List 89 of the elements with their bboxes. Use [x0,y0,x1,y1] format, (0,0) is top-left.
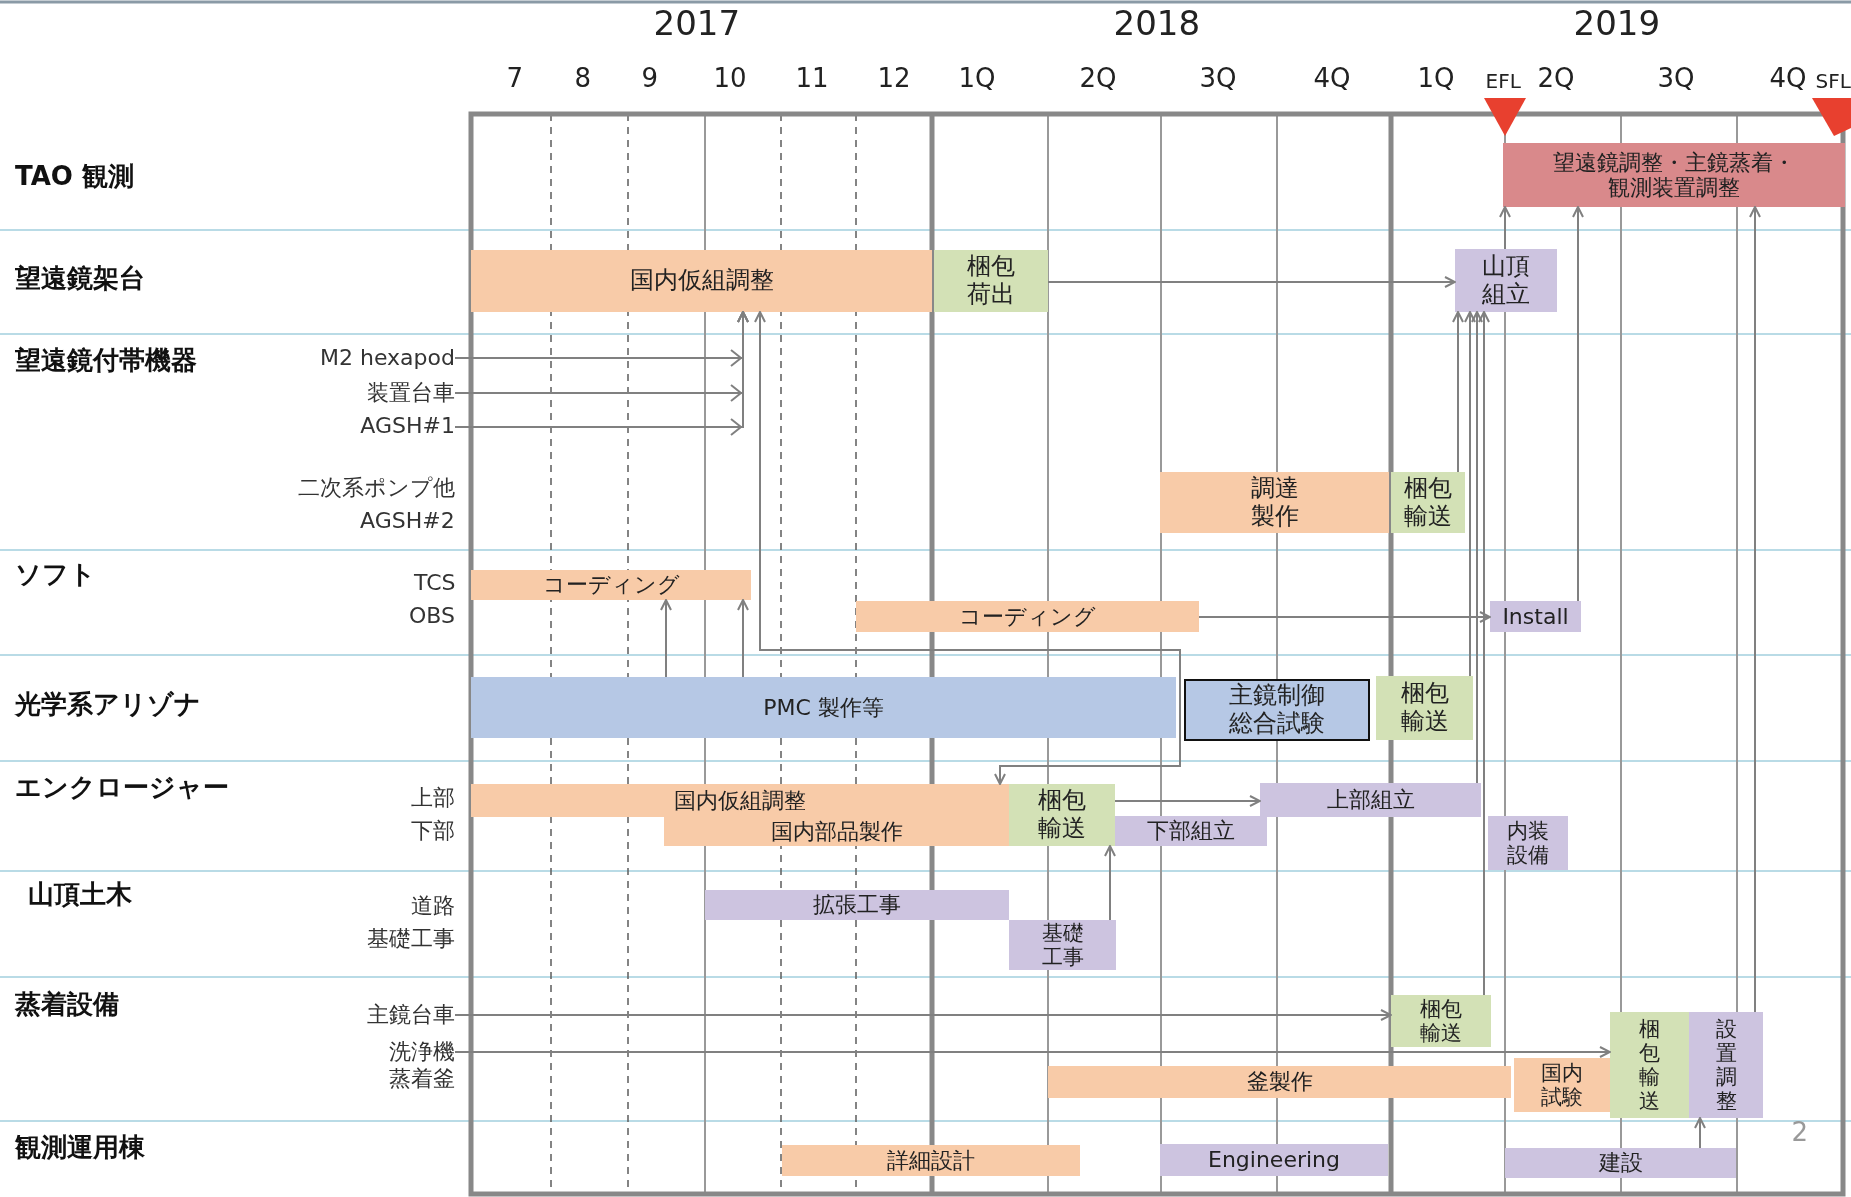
arrow [1047,276,1456,288]
task-bar: 釜製作 [1048,1066,1511,1098]
year-label: 2017 [653,4,741,44]
period-label: 4Q [1313,64,1351,94]
arrow [1499,206,1511,250]
category-label: 光学系アリゾナ [15,690,201,720]
period-label: 2Q [1079,64,1117,94]
period-label: 3Q [1199,64,1237,94]
task-bar: 主鏡制御総合試験 [1184,679,1370,741]
arrow [1471,311,1483,784]
arrow [1749,206,1761,1013]
category-label: TAO 観測 [15,162,134,192]
task-bar: 調達製作 [1160,472,1389,533]
task-bar: 設置調整 [1689,1012,1763,1118]
item-label: 装置台車 [250,378,455,408]
task-bar: Install [1490,601,1581,632]
page-number: 2 [1791,1118,1809,1148]
arrow [454,1009,1392,1021]
period-label: 9 [641,64,659,94]
arrow [454,311,749,436]
task-bar: 国内仮組調整 [471,250,932,312]
task-bar: 国内部品製作 [664,817,1009,846]
task-bar: コーディング [856,601,1199,632]
task-bar: 梱包荷出 [934,250,1048,312]
year-label: 2018 [1113,4,1201,44]
period-label: 12 [877,64,911,94]
arrow [1104,845,1116,921]
arrow [1198,611,1491,623]
row-label: 上部 [411,785,455,811]
task-bar: 国内試験 [1514,1058,1610,1112]
period-label: 8 [574,64,592,94]
task-bar: 基礎工事 [1009,920,1116,970]
arrow [660,599,672,678]
category-label: 山頂土木 [28,880,132,910]
arrow [1464,311,1476,677]
category-label: 望遠鏡架台 [15,264,145,294]
task-bar: 内装設備 [1488,816,1568,870]
item-label: M2 hexapod [250,343,455,373]
task-bar: 下部組立 [1115,816,1267,846]
task-bar: 国内仮組調整 [471,784,1009,817]
row-label: 道路 [411,893,455,919]
category-label: 観測運用棟 [15,1133,145,1163]
task-bar: PMC 製作等 [471,677,1176,738]
task-bar: 詳細設計 [782,1145,1080,1176]
item-label: 主鏡台車 [250,1000,455,1030]
category-label: エンクロージャー [15,773,229,803]
arrow [737,599,749,678]
arrow [1694,1117,1706,1149]
period-label: 4Q [1769,64,1807,94]
item-label: AGSH#1 [250,411,455,441]
task-bar: 梱包輸送 [1610,1012,1689,1118]
category-label: 望遠鏡付帯機器 [15,346,197,376]
task-bar: 梱包輸送 [1009,784,1115,846]
row-label: 基礎工事 [367,926,455,952]
period-label: 1Q [958,64,996,94]
task-bar: 拡張工事 [705,890,1009,920]
task-bar: 梱包輸送 [1376,676,1473,740]
row-label: OBS [409,603,455,629]
task-bar: 梱包輸送 [1391,995,1491,1047]
arrow [1478,311,1490,996]
year-label: 2019 [1573,4,1661,44]
arrow [454,1046,1611,1058]
task-bar: 上部組立 [1260,783,1481,817]
period-label: 3Q [1657,64,1695,94]
period-label: 10 [713,64,747,94]
period-label: 7 [506,64,524,94]
task-bar: Engineering [1160,1144,1388,1176]
task-bar: 望遠鏡調整・主鏡蒸着・観測装置調整 [1503,143,1845,207]
arrow [1114,795,1261,807]
row-label: TCS [414,570,456,596]
item-label: 洗浄機 [250,1037,455,1067]
arrow [1572,206,1584,602]
task-bar: コーディング [471,570,751,600]
task-bar: 梱包輸送 [1391,472,1465,533]
period-label: 11 [795,64,829,94]
period-label: 2Q [1537,64,1575,94]
row-label: 二次系ポンプ他 [298,475,455,501]
row-label: 下部 [411,818,455,844]
task-bar: 山頂組立 [1455,249,1557,312]
category-label: 蒸着設備 [15,990,119,1020]
row-label: AGSH#2 [360,508,455,534]
milestone-label: SFL [1815,70,1851,93]
task-bar: 建設 [1505,1148,1736,1178]
milestone-label: EFL [1485,70,1521,93]
category-label: ソフト [15,560,96,590]
arrow [1452,311,1464,473]
row-label: 蒸着釜 [389,1066,455,1092]
period-label: 1Q [1417,64,1455,94]
arrow [754,311,1181,785]
